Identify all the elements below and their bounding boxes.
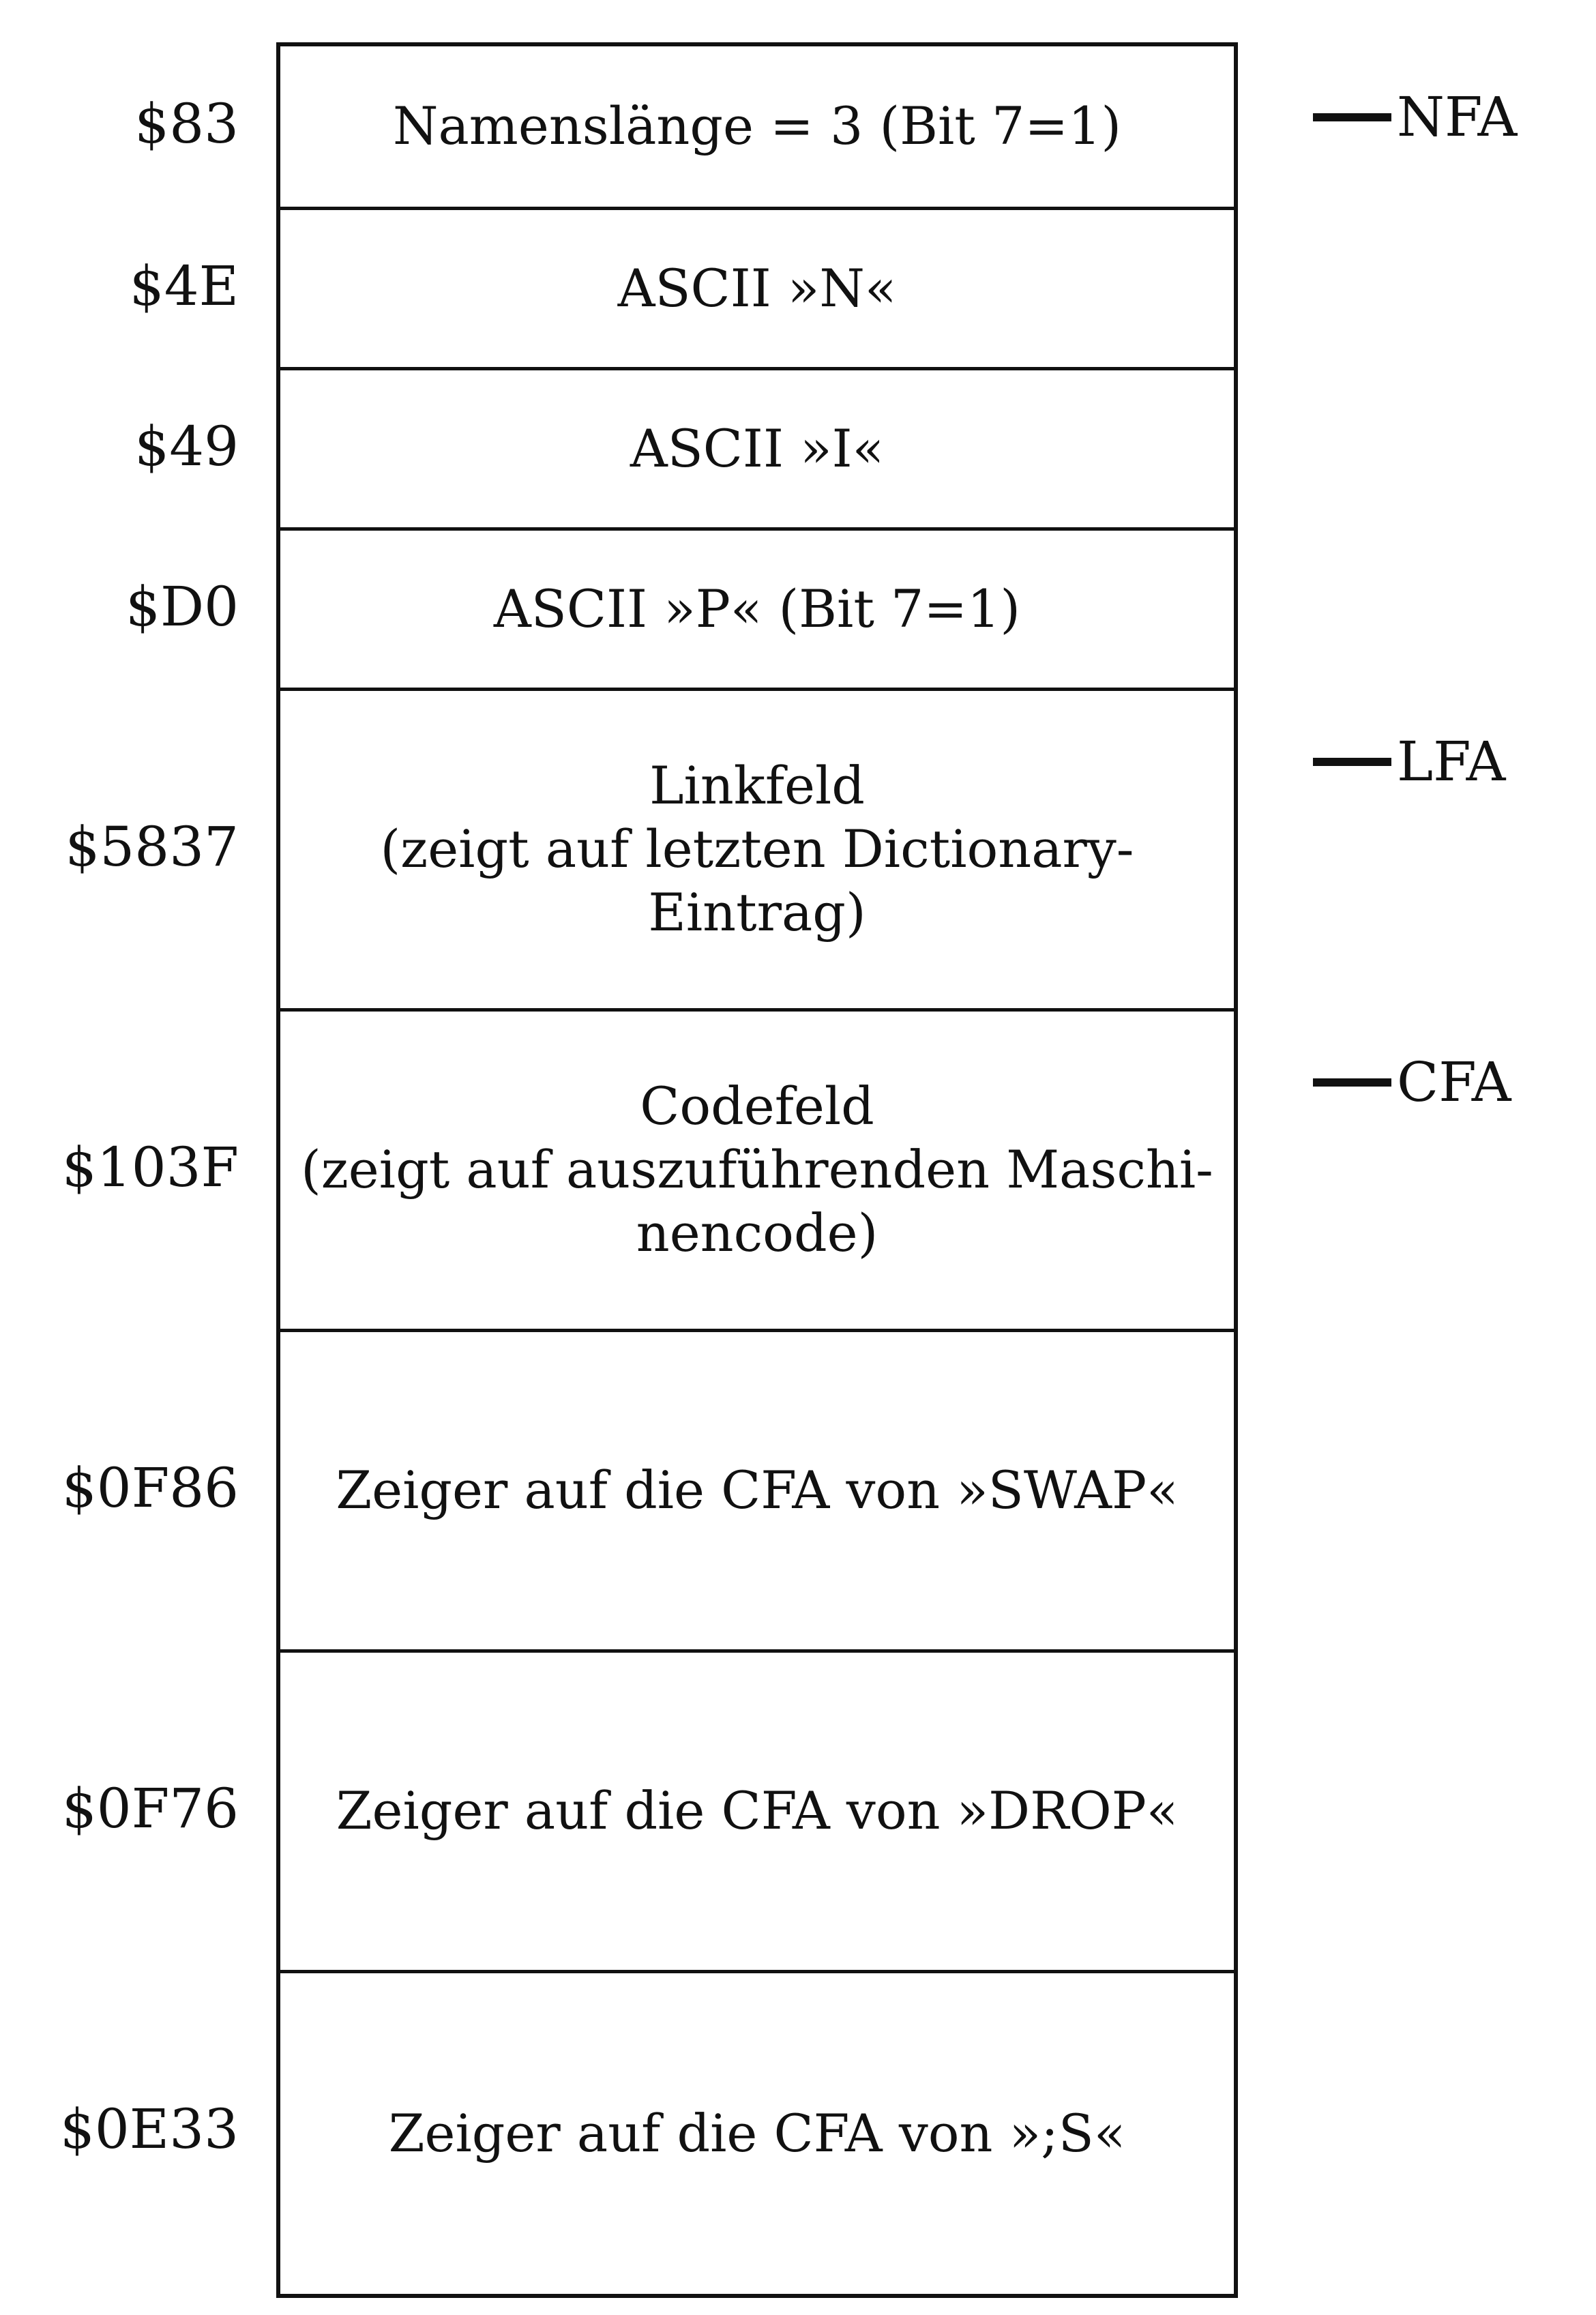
field-address: $0E33 bbox=[60, 2097, 239, 2161]
field-cell: Zeiger auf die CFA von »DROP« bbox=[280, 1653, 1234, 1973]
field-label: Zeiger auf die CFA von »DROP« bbox=[336, 1780, 1179, 1842]
field-cell: Zeiger auf die CFA von »;S« bbox=[280, 1973, 1234, 2294]
marker-dash bbox=[1313, 758, 1391, 766]
field-cell: ASCII »N« bbox=[280, 210, 1234, 370]
field-label: Codefeld (zeigt auf auszuführenden Masch… bbox=[301, 1076, 1213, 1263]
field-address: $D0 bbox=[125, 574, 239, 638]
field-label: ASCII »I« bbox=[630, 417, 885, 479]
field-label: Zeiger auf die CFA von »;S« bbox=[388, 2102, 1126, 2164]
field-label: Linkfeld (zeigt auf letzten Dictionary-E… bbox=[380, 755, 1134, 943]
address-marker: CFA bbox=[1313, 1055, 1511, 1110]
marker-label: CFA bbox=[1397, 1050, 1511, 1114]
address-marker: NFA bbox=[1313, 90, 1517, 145]
field-label: Zeiger auf die CFA von »SWAP« bbox=[336, 1460, 1179, 1521]
field-address: $5837 bbox=[65, 815, 239, 879]
marker-dash bbox=[1313, 1078, 1391, 1087]
field-address: $49 bbox=[134, 414, 239, 478]
field-address: $4E bbox=[129, 254, 239, 318]
field-address: $0F76 bbox=[61, 1777, 239, 1840]
field-label: Namenslänge = 3 (Bit 7=1) bbox=[392, 95, 1122, 157]
field-cell: Namenslänge = 3 (Bit 7=1) bbox=[280, 46, 1234, 210]
field-label: ASCII »N« bbox=[617, 257, 897, 319]
marker-label: NFA bbox=[1397, 85, 1518, 149]
marker-label: LFA bbox=[1397, 730, 1506, 793]
field-address: $0F86 bbox=[61, 1456, 239, 1520]
field-address: $83 bbox=[134, 92, 239, 156]
field-cell: Zeiger auf die CFA von »SWAP« bbox=[280, 1332, 1234, 1653]
marker-dash bbox=[1313, 113, 1391, 121]
address-marker: LFA bbox=[1313, 735, 1505, 789]
field-cell: ASCII »P« (Bit 7=1) bbox=[280, 531, 1234, 691]
field-label: ASCII »P« (Bit 7=1) bbox=[493, 578, 1021, 639]
field-address: $103F bbox=[61, 1136, 239, 1199]
field-cell: Codefeld (zeigt auf auszuführenden Masch… bbox=[280, 1012, 1234, 1332]
field-cell: ASCII »I« bbox=[280, 370, 1234, 531]
memory-layout-box: Namenslänge = 3 (Bit 7=1) ASCII »N« ASCII … bbox=[276, 42, 1238, 2298]
field-cell: Linkfeld (zeigt auf letzten Dictionary-E… bbox=[280, 691, 1234, 1012]
